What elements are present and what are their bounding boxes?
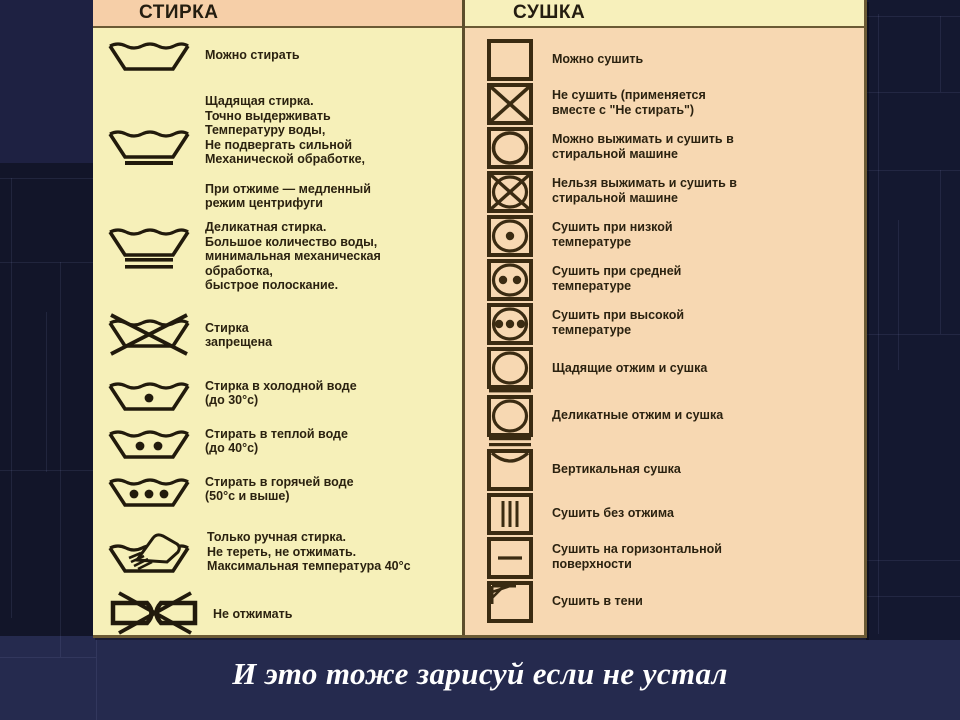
list-item-label: Сушить при средней температуре xyxy=(552,264,682,293)
bg-block xyxy=(866,0,960,640)
list-item-label: Стирка в холодной воде (до 30°с) xyxy=(205,379,357,408)
list-item[interactable]: Нельзя выжимать и сушить в стиральной ма… xyxy=(486,170,737,214)
list-item-label: Стирать в теплой воде (до 40°с) xyxy=(205,427,348,456)
tumble-dry-one-dot-icon xyxy=(486,214,534,258)
column-wash-title: СТИРКА xyxy=(139,2,219,23)
tumble-dry-three-dots-icon xyxy=(486,302,534,346)
bg-line xyxy=(46,312,47,472)
list-item[interactable]: Сушить при низкой температуре xyxy=(486,214,673,258)
dry-in-shade-icon xyxy=(486,580,534,624)
tumble-dry-one-bar-icon xyxy=(486,346,534,394)
list-item[interactable]: Не отжимать xyxy=(107,590,292,635)
bg-line xyxy=(11,178,12,618)
list-item-label: Стирка запрещена xyxy=(205,321,273,350)
list-item[interactable]: Щадящие отжим и сушка xyxy=(486,346,707,394)
list-item-label: Только ручная стирка. Не тереть, не отжи… xyxy=(207,530,411,574)
wash-basin-icon xyxy=(107,40,191,74)
list-item[interactable]: Деликатная стирка. Большое количество во… xyxy=(107,220,381,293)
list-item[interactable]: Только ручная стирка. Не тереть, не отжи… xyxy=(107,524,411,578)
tumble-dry-crossed-icon xyxy=(486,170,534,214)
list-item-label: Сушить при низкой температуре xyxy=(552,220,673,249)
column-dry: СУШКА Можно сушить xyxy=(465,0,864,635)
list-item-label: Сушить без отжима xyxy=(552,506,674,520)
care-symbols-card: СТИРКА Можно стирать xyxy=(93,0,867,638)
list-item[interactable]: Сушить в тени xyxy=(486,580,643,624)
list-item[interactable]: Можно сушить xyxy=(486,38,643,82)
bg-line xyxy=(0,178,96,179)
tumble-dry-two-dots-icon xyxy=(486,258,534,302)
slide-caption: И это тоже зарисуй если не устал xyxy=(232,656,728,691)
wash-basin-one-bar-icon xyxy=(107,128,191,170)
bg-line xyxy=(60,262,61,657)
bg-block xyxy=(0,636,960,720)
list-item-label: Можно сушить xyxy=(552,52,644,66)
column-dry-header: СУШКА xyxy=(465,0,864,28)
list-item-label: Щадящая стирка. Точно выдерживать Темпер… xyxy=(205,94,371,211)
wash-basin-crossed-icon xyxy=(107,312,191,356)
list-item-label: Сушить в тени xyxy=(552,594,643,608)
column-dry-title: СУШКА xyxy=(513,2,586,23)
bg-line xyxy=(878,14,879,634)
tumble-dry-icon xyxy=(486,126,534,170)
bg-line xyxy=(940,170,941,334)
bg-line xyxy=(0,262,96,263)
drip-dry-lines-icon xyxy=(486,492,534,536)
square-crossed-icon xyxy=(486,82,534,126)
list-item-label: Можно выжимать и сушить в стиральной маш… xyxy=(552,132,734,161)
column-wash-header: СТИРКА xyxy=(93,0,462,28)
list-item[interactable]: Стирать в горячей воде (50°с и выше) xyxy=(107,474,354,510)
bg-line xyxy=(866,170,960,171)
list-item[interactable]: Можно стирать xyxy=(107,40,300,74)
list-item[interactable]: Щадящая стирка. Точно выдерживать Темпер… xyxy=(107,94,371,211)
list-item-label: Не сушить (применяется вместе с "Не стир… xyxy=(552,88,706,117)
bg-block xyxy=(0,0,96,163)
wash-basin-two-bars-icon xyxy=(107,226,191,274)
drip-dry-icon xyxy=(486,448,534,492)
bg-line xyxy=(866,92,960,93)
list-item[interactable]: Сушить без отжима xyxy=(486,492,674,536)
list-item[interactable]: Сушить при высокой температуре xyxy=(486,302,684,346)
bg-line xyxy=(898,220,899,370)
flat-dry-icon xyxy=(486,536,534,580)
list-item-label: Не отжимать xyxy=(213,607,293,621)
wash-basin-three-dots-icon xyxy=(107,476,191,510)
list-item[interactable]: Стирка в холодной воде (до 30°с) xyxy=(107,378,357,414)
list-item-label: Деликатная стирка. Большое количество во… xyxy=(205,220,381,293)
list-item-label: Щадящие отжим и сушка xyxy=(552,361,708,375)
list-item[interactable]: Стирка запрещена xyxy=(107,312,272,356)
list-item-label: Деликатные отжим и сушка xyxy=(552,408,724,422)
column-wash: СТИРКА Можно стирать xyxy=(93,0,465,635)
list-item-label: Стирать в горячей воде (50°с и выше) xyxy=(205,475,354,504)
list-item[interactable]: Не сушить (применяется вместе с "Не стир… xyxy=(486,82,706,126)
bg-line xyxy=(866,596,960,597)
list-item-label: Сушить на горизонтальной поверхности xyxy=(552,542,722,571)
list-item-label: Нельзя выжимать и сушить в стиральной ма… xyxy=(552,176,737,205)
list-item-label: Сушить при высокой температуре xyxy=(552,308,685,337)
wash-basin-two-dots-icon xyxy=(107,428,191,462)
bg-line xyxy=(866,16,960,17)
square-icon xyxy=(486,38,534,82)
list-item[interactable]: Стирать в теплой воде (до 40°с) xyxy=(107,426,348,462)
list-item[interactable]: Сушить на горизонтальной поверхности xyxy=(486,536,722,580)
bg-line xyxy=(866,560,960,561)
list-item-label: Можно стирать xyxy=(205,48,300,62)
tumble-dry-two-bars-icon xyxy=(486,394,534,448)
hand-wash-icon xyxy=(107,528,195,578)
bg-block xyxy=(0,163,96,636)
bg-line xyxy=(940,16,941,92)
bg-line xyxy=(96,640,97,720)
bg-line xyxy=(0,657,96,658)
list-item[interactable]: Сушить при средней температуре xyxy=(486,258,681,302)
no-wring-icon xyxy=(107,590,205,635)
bg-line xyxy=(0,470,96,471)
list-item[interactable]: Деликатные отжим и сушка xyxy=(486,394,723,448)
list-item[interactable]: Вертикальная сушка xyxy=(486,448,681,492)
list-item-label: Вертикальная сушка xyxy=(552,462,681,476)
bg-line xyxy=(866,334,960,335)
wash-basin-one-dot-icon xyxy=(107,380,191,414)
list-item[interactable]: Можно выжимать и сушить в стиральной маш… xyxy=(486,126,734,170)
